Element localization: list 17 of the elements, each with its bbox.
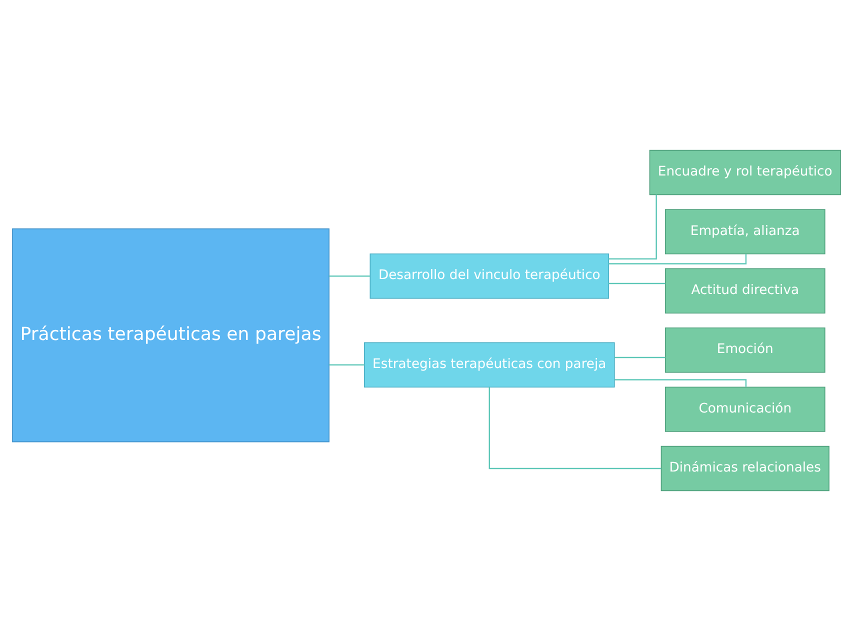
node-box: Comunicación [664, 386, 826, 432]
connector [608, 254, 747, 264]
connector [329, 364, 364, 366]
connector [608, 194, 657, 260]
node-box: Actitud directiva [664, 268, 826, 314]
node-box: Dinámicas relacionales [660, 446, 830, 492]
node-box: Desarrollo del vinculo terapéutico [370, 253, 610, 299]
connector [329, 275, 370, 277]
connector [608, 282, 666, 284]
connector [614, 379, 747, 387]
node-box: Encuadre y rol terapéutico [649, 150, 841, 196]
node-box: Emoción [664, 327, 826, 373]
node-box: Prácticas terapéuticas en parejas [12, 228, 330, 442]
connector [614, 356, 666, 358]
node-box: Empatía, alianza [664, 209, 826, 254]
node-box: Estrategias terapéuticas con pareja [364, 342, 615, 388]
connector [488, 387, 662, 470]
